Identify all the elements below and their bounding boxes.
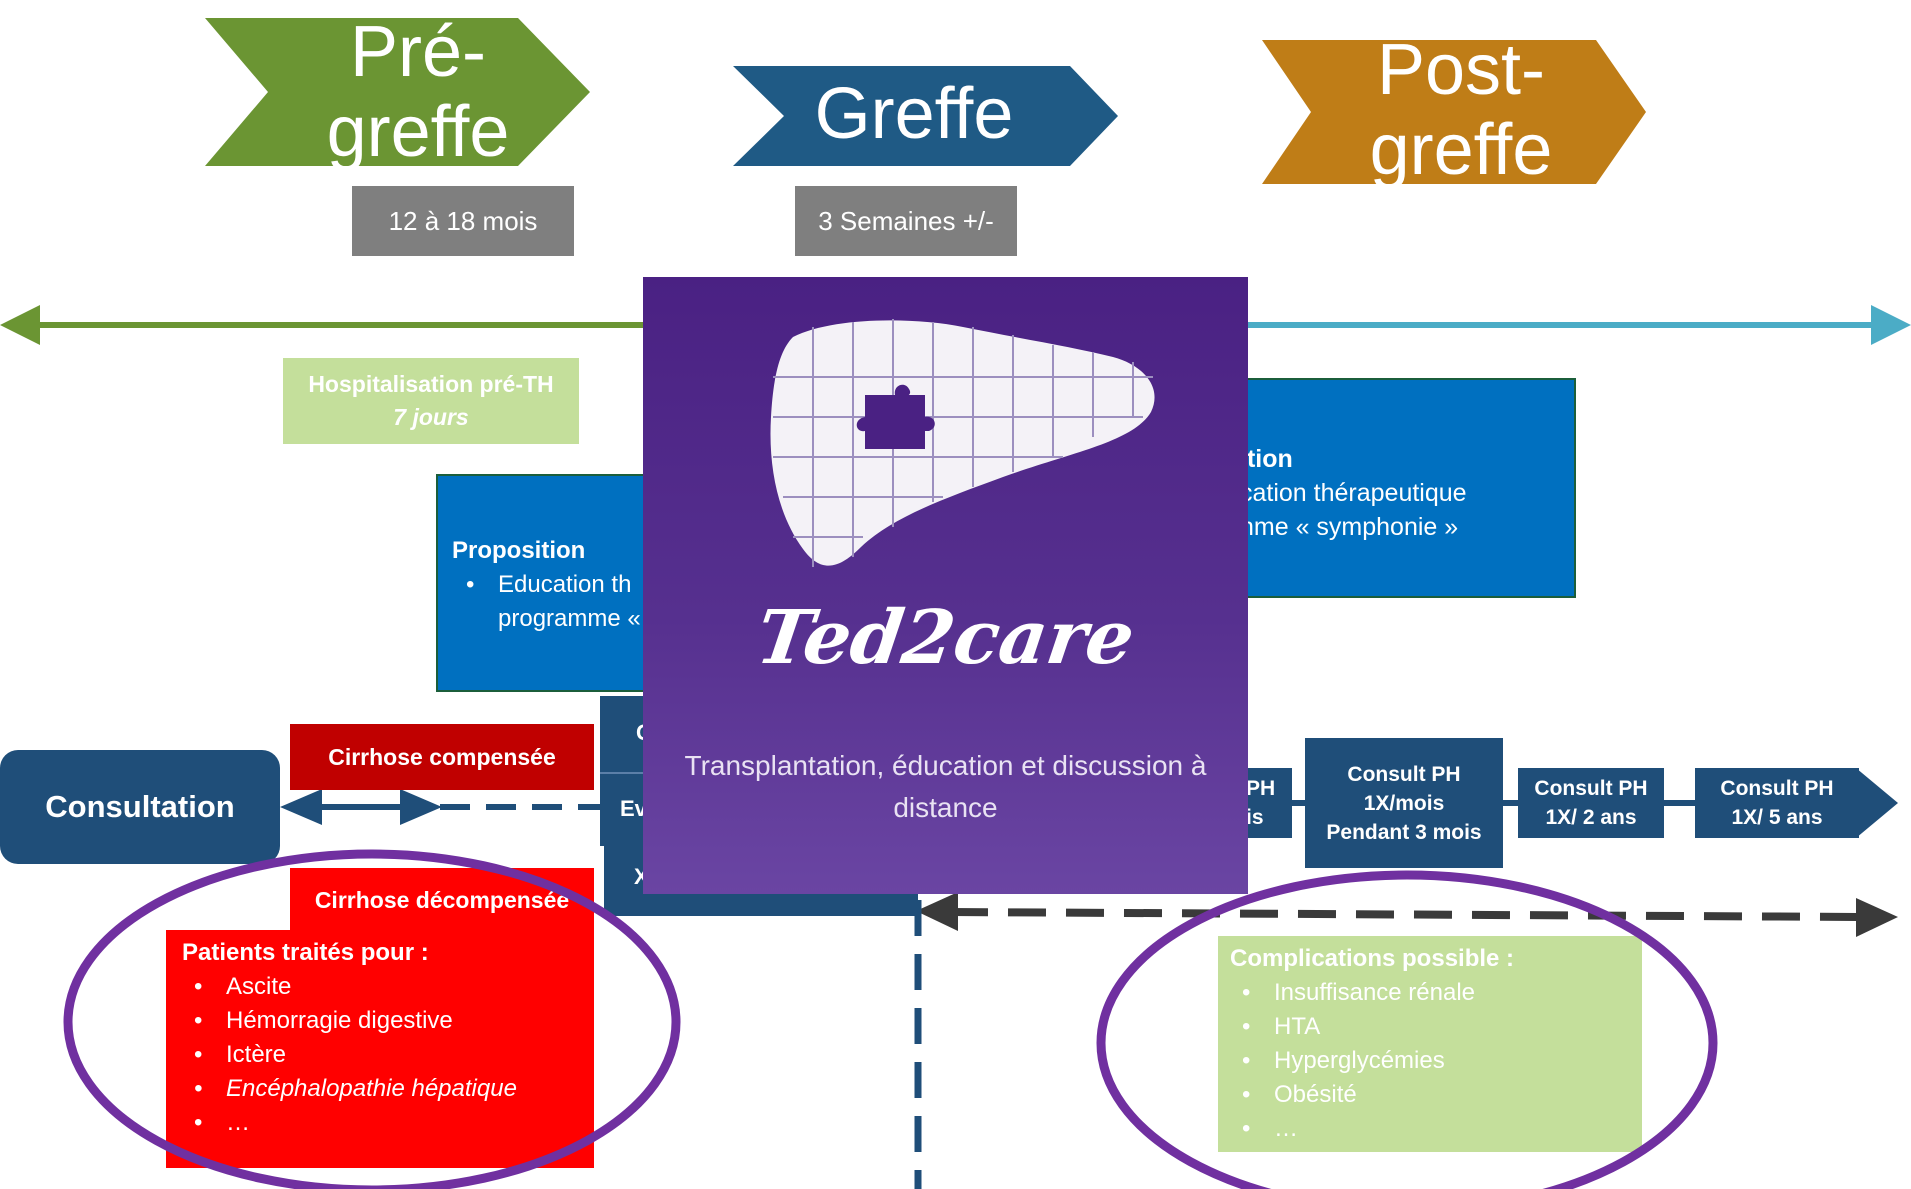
patients-box: Patients traités pour : Ascite Hémorragi… — [166, 930, 594, 1168]
phase-greffe-chevron — [733, 66, 1118, 166]
post-dashed-line — [949, 908, 1861, 921]
list-item: Hyperglycémies — [1228, 1044, 1642, 1078]
ted2care-logo: Ted2care Transplantation, éducation et d… — [643, 277, 1248, 894]
proposition-left-line1: Education th — [498, 571, 632, 598]
liver-shape — [770, 320, 1155, 566]
consult-1-line3: Pendant 3 mois — [1326, 820, 1482, 844]
list-item: Hémorragie digestive — [180, 1004, 594, 1038]
cirrhose-decompensee-box: Cirrhose décompensée — [290, 868, 594, 932]
list-item: … — [1228, 1112, 1642, 1146]
consult-arrowhead-right — [400, 789, 442, 825]
patients-title: Patients traités pour : — [182, 939, 429, 966]
consult-ph-box-2: Consult PH 1X/ 2 ans — [1518, 768, 1664, 838]
proposition-right-title: ition — [1240, 445, 1293, 473]
pre-duration-box: 12 à 18 mois — [352, 186, 574, 256]
consult-1-line1: Consult PH — [1347, 762, 1461, 786]
cirrhose-compensee-box: Cirrhose compensée — [290, 724, 594, 790]
consult-3-line1: Consult PH — [1720, 777, 1834, 800]
consult-3-line2: 1X/ 5 ans — [1731, 806, 1823, 829]
consult-0-line1: PH — [1246, 777, 1276, 800]
hospitalisation-line2: 7 jours — [393, 404, 469, 430]
phase-pre-line1: Pré- — [349, 12, 487, 92]
proposition-left-line2: programme « — [498, 605, 641, 632]
liver-puzzle-icon — [770, 319, 1155, 567]
consult-1-line2: 1X/mois — [1363, 791, 1445, 815]
proposition-left-title: Proposition — [452, 537, 586, 564]
list-item: Ascite — [180, 970, 594, 1004]
list-item: HTA — [1228, 1010, 1642, 1044]
complications-list: Insuffisance rénale HTA Hyperglycémies O… — [1228, 976, 1642, 1146]
phase-pre-line2: greffe — [326, 92, 510, 172]
proposition-right-line2: nme « symphonie » — [1240, 513, 1459, 541]
list-item: Education th programme « — [452, 568, 654, 636]
consultation-box: Consultation — [0, 750, 280, 864]
consult-ph-box-1: Consult PH 1X/mois Pendant 3 mois — [1305, 738, 1503, 868]
phase-pre-chevron — [205, 18, 590, 166]
list-item: Encéphalopathie hépatique — [180, 1072, 594, 1106]
patients-list: Ascite Hémorragie digestive Ictère Encép… — [180, 970, 594, 1140]
complications-title: Complications possible : — [1230, 945, 1515, 972]
greffe-duration-box: 3 Semaines +/- — [795, 186, 1017, 256]
hospitalisation-box: Hospitalisation pré-TH 7 jours — [283, 358, 579, 444]
phase-greffe-label: Greffe — [814, 74, 1014, 154]
consult-arrowhead-left — [280, 789, 322, 825]
consult-2-line1: Consult PH — [1534, 777, 1648, 800]
phase-post-line2: greffe — [1369, 110, 1553, 190]
post-timeline-arrowhead — [1871, 305, 1911, 345]
pre-timeline-arrowhead — [0, 305, 40, 345]
ted2care-brand: Ted2care — [751, 595, 1140, 681]
phase-pre-label: Pré- greffe — [268, 12, 568, 172]
post-dashed-arrowhead-left — [916, 892, 958, 931]
consult-2-line2: 1X/ 2 ans — [1545, 806, 1637, 829]
list-item: Insuffisance rénale — [1228, 976, 1642, 1010]
ted2care-tagline: Transplantation, éducation et discussion… — [684, 750, 1207, 823]
list-item: Obésité — [1228, 1078, 1642, 1112]
list-item: Ictère — [180, 1038, 594, 1072]
list-item: … — [180, 1106, 594, 1140]
consult-ph-box-0: PH is — [1240, 768, 1292, 838]
consult-strip-arrowhead — [1856, 768, 1898, 838]
hospitalisation-line1: Hospitalisation pré-TH — [308, 371, 554, 397]
phase-post-chevron — [1262, 40, 1646, 184]
puzzle-line — [773, 376, 1153, 538]
proposition-left-box: Proposition Education th programme « — [436, 474, 656, 692]
phase-post-label: Post- greffe — [1311, 30, 1611, 190]
proposition-right-line1: cation thérapeutique — [1240, 479, 1467, 507]
middle-fragment-b: Ev — [620, 796, 647, 821]
proposition-right-box: ition cation thérapeutique nme « symphon… — [1200, 378, 1576, 598]
post-dashed-arrowhead-right — [1856, 898, 1898, 937]
consult-ph-box-3: Consult PH 1X/ 5 ans — [1695, 768, 1859, 838]
proposition-left-list: Education th programme « — [452, 568, 654, 636]
consult-0-line2: is — [1246, 806, 1264, 829]
missing-piece — [856, 384, 935, 449]
phase-post-line1: Post- — [1376, 30, 1546, 110]
complications-box: Complications possible : Insuffisance ré… — [1218, 936, 1642, 1152]
